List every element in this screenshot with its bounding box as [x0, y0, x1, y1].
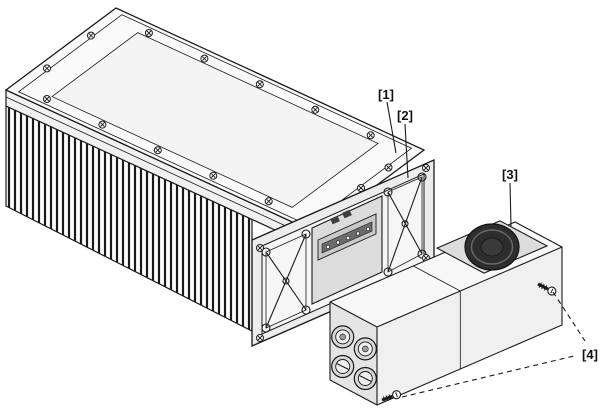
screw-icon [42, 95, 51, 103]
screw-icon [144, 29, 153, 37]
front-connector-panel [251, 159, 435, 347]
connector-module [329, 220, 563, 406]
gland [331, 354, 355, 379]
drive-unit [4, 7, 435, 347]
cable-entry-glands [331, 325, 377, 391]
connector-opening [311, 195, 383, 305]
module-outline [329, 221, 563, 406]
screw-icon [384, 163, 393, 172]
screw-icon [153, 146, 162, 155]
leader-line-4a [552, 291, 586, 342]
screw-icon [256, 334, 264, 342]
screw-icon [209, 171, 218, 180]
pcb-component [330, 215, 340, 225]
callout-3: [3] [502, 167, 518, 182]
screw-icon [87, 31, 95, 40]
screw-icon [422, 164, 430, 172]
callout-2: [2] [397, 108, 413, 123]
cover-seam-inner [51, 32, 379, 208]
leader-line-2 [404, 123, 409, 179]
screw-icon [311, 105, 320, 114]
leader-line-4b [401, 355, 575, 398]
callout-labels: [1] [2] [3] [4] [378, 87, 598, 362]
module-front-face [377, 247, 562, 405]
module-step-seam [413, 265, 461, 292]
gland [353, 366, 377, 391]
sealing-cap [435, 220, 549, 274]
leader-line-3 [509, 182, 512, 227]
x-brace-left [261, 229, 311, 333]
screw-icon [366, 131, 375, 140]
screw-icon [43, 64, 51, 73]
callout-4: [4] [582, 347, 598, 362]
gland [353, 337, 377, 361]
screw-icon [200, 54, 209, 63]
leader-lines [386, 101, 586, 398]
callout-1: [1] [378, 87, 394, 102]
gland [331, 325, 355, 349]
pcb-component [342, 209, 352, 219]
screw-icon [98, 120, 107, 129]
screw-icon [255, 80, 264, 89]
leader-line-1 [386, 101, 397, 154]
screw-icon [256, 244, 264, 252]
screw-icon [264, 197, 273, 206]
